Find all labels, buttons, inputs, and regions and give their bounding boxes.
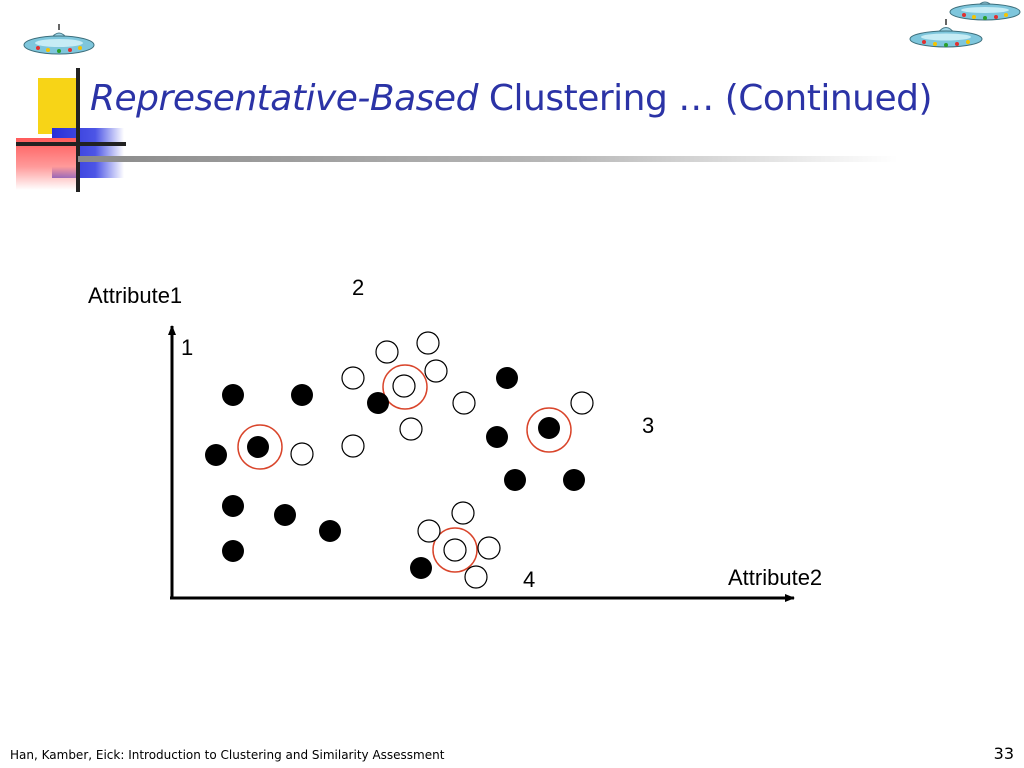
hollow-point <box>452 391 476 415</box>
filled-point <box>496 367 518 389</box>
hollow-point <box>443 538 467 562</box>
hollow-point <box>341 366 365 390</box>
hollow-point <box>424 359 448 383</box>
x-axis-label: Attribute2 <box>728 565 823 590</box>
representative-ring <box>237 424 283 470</box>
title-underline <box>78 156 898 162</box>
cluster-label-3: 3 <box>642 413 655 438</box>
ufo-icon <box>948 0 1022 26</box>
filled-point <box>222 495 244 517</box>
filled-point <box>205 444 227 466</box>
filled-point <box>274 504 296 526</box>
filled-point <box>486 426 508 448</box>
filled-point <box>247 436 269 458</box>
ufo-icon <box>908 18 984 52</box>
hollow-point <box>341 434 365 458</box>
cluster-label-4: 4 <box>523 567 536 592</box>
filled-point <box>504 469 526 491</box>
filled-point <box>538 417 560 439</box>
title-rest: Clustering … (Continued) <box>477 78 933 119</box>
representative-ring <box>382 364 428 410</box>
filled-point <box>367 392 389 414</box>
representative-ring <box>432 527 478 573</box>
filled-point <box>319 520 341 542</box>
corner-decoration <box>0 60 140 200</box>
hollow-point <box>417 519 441 543</box>
filled-point <box>410 557 432 579</box>
cluster-label-1: 1 <box>181 335 194 360</box>
page-title: Representative-Based Clustering … (Conti… <box>90 78 933 119</box>
hollow-point <box>375 340 399 364</box>
filled-point <box>222 384 244 406</box>
footer-citation: Han, Kamber, Eick: Introduction to Clust… <box>10 748 445 762</box>
page-number: 33 <box>993 744 1014 763</box>
ufo-icon <box>22 22 96 62</box>
hollow-point <box>392 374 416 398</box>
hollow-point <box>570 391 594 415</box>
filled-point <box>563 469 585 491</box>
title-italic-part: Representative-Based <box>90 78 478 119</box>
hollow-point <box>464 565 488 589</box>
hollow-point <box>290 442 314 466</box>
hollow-point <box>451 501 475 525</box>
filled-point <box>291 384 313 406</box>
hollow-point <box>416 331 440 355</box>
y-axis-label: Attribute1 <box>88 283 183 308</box>
cluster-label-2: 2 <box>352 275 365 300</box>
representative-ring <box>526 407 572 453</box>
hollow-point <box>399 417 423 441</box>
filled-point <box>222 540 244 562</box>
hollow-point <box>477 536 501 560</box>
